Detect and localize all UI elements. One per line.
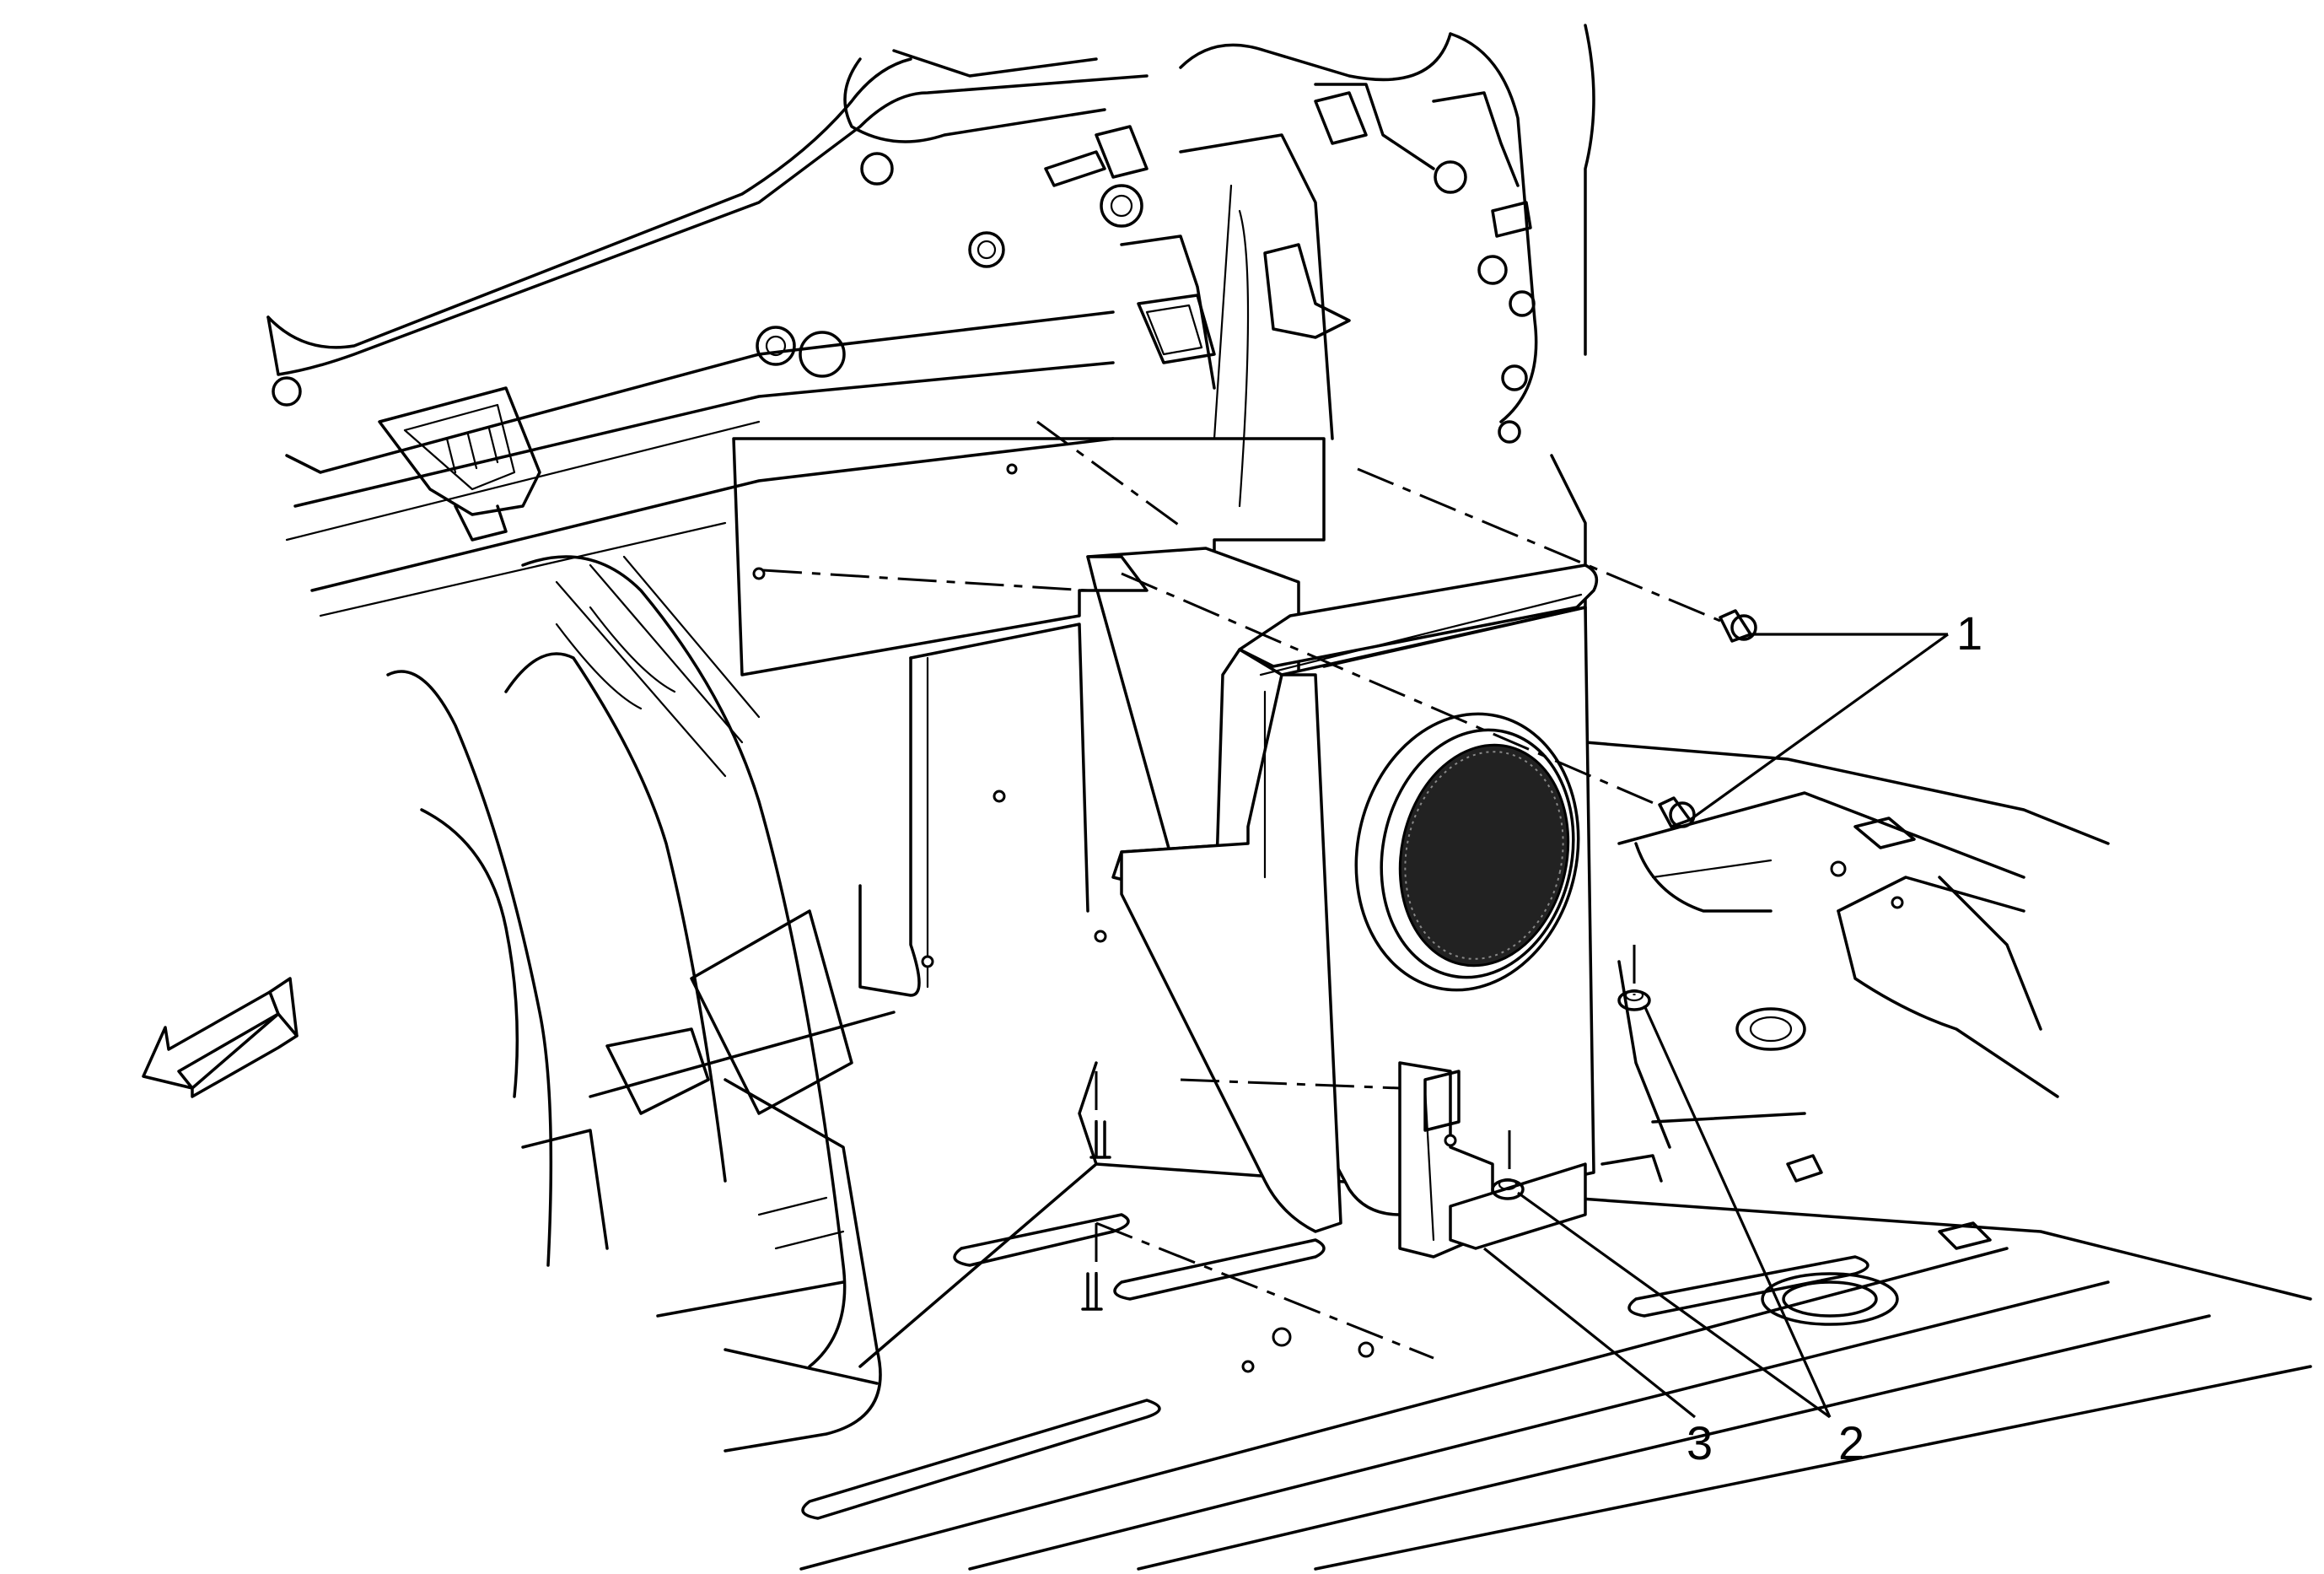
leader-lines — [1483, 633, 1949, 1419]
speaker-enclosure — [1086, 547, 1599, 1259]
nut-right — [1617, 989, 1651, 1011]
callout-2: 2 — [1838, 1416, 1864, 1469]
callout-labels: 1 2 3 — [1687, 606, 1982, 1469]
callout-1: 1 — [1956, 606, 1982, 660]
rear-floor-panel — [799, 1061, 2312, 1571]
bolt-upper — [1719, 609, 1757, 643]
bolt-lower — [1658, 796, 1696, 828]
fasteners — [1081, 609, 1757, 1311]
alignment-lines — [762, 420, 1721, 1360]
callout-3: 3 — [1687, 1416, 1713, 1469]
upper-side-panel — [266, 49, 1149, 617]
right-side-rail — [1584, 741, 2110, 1183]
nut-center — [1491, 1178, 1525, 1200]
vehicle-front-arrow-icon — [142, 977, 299, 1098]
rear-pillar-structure — [1120, 24, 1595, 761]
wheelhouse — [386, 555, 896, 1453]
